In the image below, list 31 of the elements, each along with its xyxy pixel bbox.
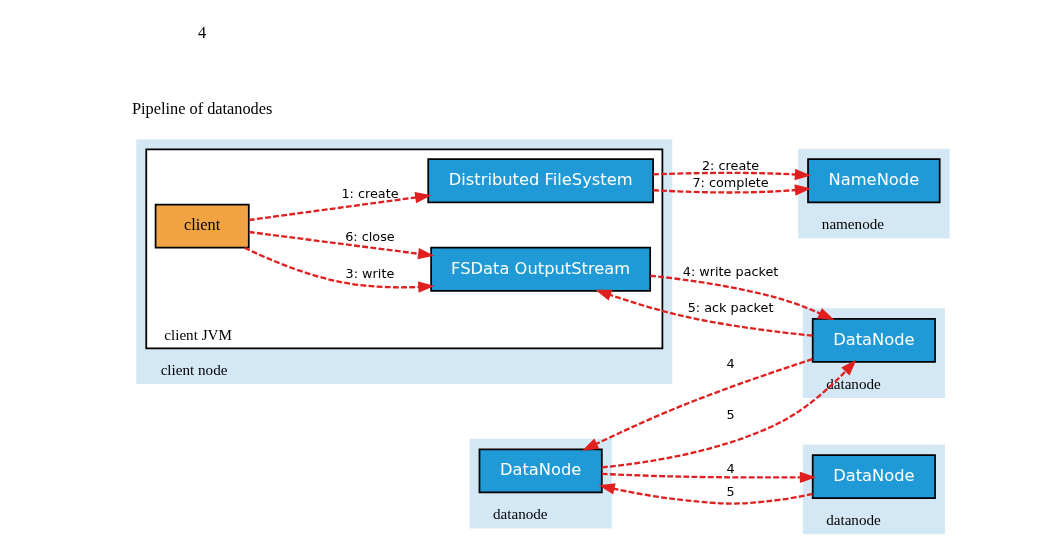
edge-label: 3: write [345, 266, 394, 282]
arrow [601, 471, 816, 484]
edge-label: 2: create [701, 157, 759, 173]
arrow [243, 246, 435, 293]
edge-label: 7: complete [691, 175, 769, 191]
edge-label: 5: ack packet [687, 300, 773, 316]
edge-label: 5 [725, 407, 735, 423]
node-box: DataNode [811, 454, 936, 500]
arrow [248, 191, 431, 222]
edge-label: 6: close [344, 229, 395, 245]
arrow [581, 358, 813, 451]
arrow [594, 289, 813, 337]
node-box: DataNode [811, 317, 936, 363]
arrow [248, 230, 434, 260]
label: Pipeline of datanodes [131, 98, 272, 118]
arrow [652, 184, 811, 196]
node-box: Distributed FileSystem [426, 158, 654, 204]
edge-label: 4: write packet [682, 264, 778, 280]
arrow [649, 274, 834, 321]
edge-label: 5 [725, 484, 735, 500]
edge-label: 1: create [340, 185, 399, 201]
edge-label: 4 [725, 356, 735, 372]
node-box: NameNode [806, 158, 941, 204]
arrow [597, 483, 813, 505]
node-box: FSData OutputStream [429, 246, 651, 292]
edge-label: 4 [725, 460, 735, 476]
label: 4 [197, 23, 206, 43]
node-box: DataNode [478, 448, 603, 494]
arrow [601, 359, 857, 469]
node-box: client [154, 203, 250, 249]
arrow [652, 168, 811, 181]
